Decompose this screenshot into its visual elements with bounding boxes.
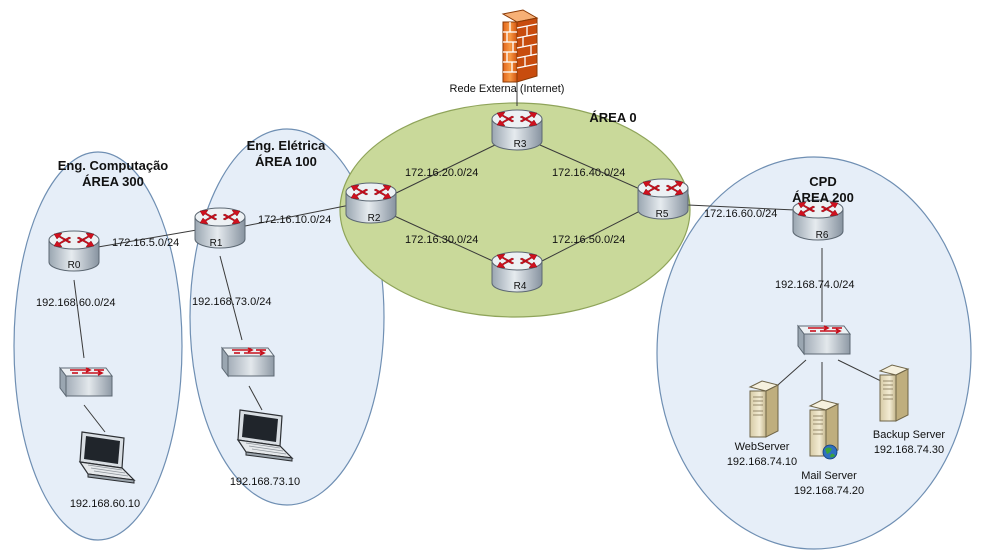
link-switch-backupserver: [837, 359, 886, 384]
router-r1[interactable]: R1: [194, 207, 246, 249]
link-r5-r6: [687, 204, 796, 211]
router-r3[interactable]: R3: [491, 109, 543, 151]
link-r3-r5: [539, 144, 643, 191]
net-r2-r4-label: 172.16.30.0/24: [405, 234, 478, 246]
router-r5[interactable]: R5: [637, 178, 689, 220]
area-0-backbone-region: [339, 102, 691, 318]
router-r4[interactable]: R4: [491, 251, 543, 293]
net-r6-lan-label: 192.168.74.0/24: [775, 279, 855, 291]
firewall-icon: [501, 9, 539, 83]
net-r1-lan-label: 192.168.73.0/24: [192, 296, 272, 308]
router-r5-label: R5: [656, 209, 669, 220]
laptop0-ip: 192.168.60.10: [70, 498, 140, 510]
area300-name: Eng. Computação: [58, 158, 169, 173]
router-r2-label: R2: [368, 213, 381, 224]
switch-area300[interactable]: [59, 367, 113, 397]
link-r2-r3: [389, 144, 496, 197]
link-r1-r2: [244, 204, 351, 227]
router-r0[interactable]: R0: [48, 230, 100, 272]
router-r2[interactable]: R2: [345, 182, 397, 224]
net-r5-r6-label: 172.16.60.0/24: [704, 208, 777, 220]
switch-area200[interactable]: [797, 325, 851, 355]
laptop1-ip: 192.168.73.10: [230, 476, 300, 488]
switch-area100[interactable]: [221, 347, 275, 377]
router-r3-label: R3: [514, 139, 527, 150]
backupserver-ip: 192.168.74.30: [874, 444, 944, 456]
area0-label: ÁREA 0: [589, 110, 636, 125]
area200-label: ÁREA 200: [792, 190, 854, 205]
webserver-name: WebServer: [735, 441, 790, 453]
area100-label: ÁREA 100: [255, 154, 317, 169]
net-r0-lan-label: 192.168.60.0/24: [36, 297, 116, 309]
router-r0-label: R0: [68, 260, 81, 271]
area300-label: ÁREA 300: [82, 174, 144, 189]
area-300-region: [13, 151, 183, 541]
router-r1-label: R1: [210, 238, 223, 249]
net-r4-r5-label: 172.16.50.0/24: [552, 234, 625, 246]
link-switch-laptop0: [83, 404, 106, 433]
link-r4-r5: [539, 209, 643, 263]
router-r6[interactable]: R6: [792, 199, 844, 241]
external-network-label: Rede Externa (Internet): [450, 83, 565, 95]
backupserver-name: Backup Server: [873, 429, 945, 441]
link-r2-r4: [389, 213, 496, 263]
link-switch-laptop1: [248, 385, 263, 411]
net-r1-r2-label: 172.16.10.0/24: [258, 214, 331, 226]
net-r2-r3-label: 172.16.20.0/24: [405, 167, 478, 179]
mailserver-name: Mail Server: [801, 470, 857, 482]
net-r3-r5-label: 172.16.40.0/24: [552, 167, 625, 179]
link-r1-switch: [219, 255, 243, 341]
router-r4-label: R4: [514, 281, 527, 292]
webserver-ip: 192.168.74.10: [727, 456, 797, 468]
mailserver-ip: 192.168.74.20: [794, 485, 864, 497]
area100-name: Eng. Elétrica: [247, 138, 327, 153]
link-r0-switch: [73, 279, 85, 359]
area200-name: CPD: [809, 174, 836, 189]
globe-icon: [822, 444, 838, 460]
net-r0-r1-label: 172.16.5.0/24: [112, 237, 179, 249]
mailserver-icon[interactable]: [809, 399, 839, 460]
router-r6-label: R6: [816, 230, 829, 241]
